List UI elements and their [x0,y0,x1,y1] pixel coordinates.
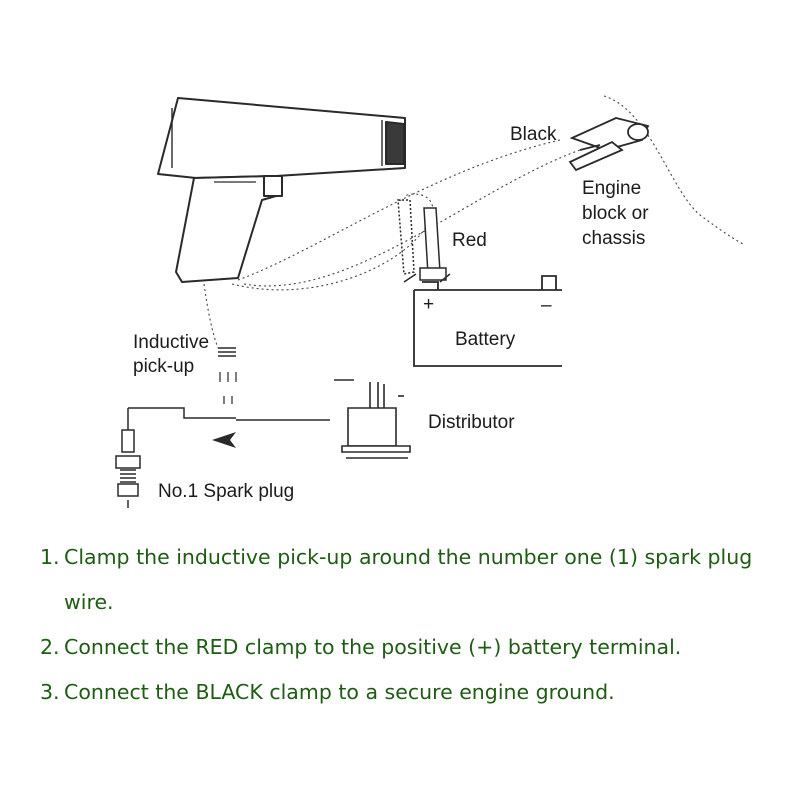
inductive-pickup [218,347,237,404]
distributor-label: Distributor [428,412,515,433]
engine-block-label-line3: chassis [582,228,645,249]
battery-minus-sign: – [541,295,552,316]
spark-plug-label: No.1 Spark plug [158,481,294,502]
engine-block-label-line1: Engine [582,178,641,199]
arrow-icon [212,432,236,448]
red-clamp [397,199,451,283]
inductive-pickup-label-line1: Inductive [133,332,209,353]
spark-plug [115,429,141,508]
battery-label: Battery [455,329,516,350]
step-text: Connect the BLACK clamp to a secure engi… [64,680,615,704]
cables [203,95,746,349]
black-clamp [568,117,650,172]
instruction-step-1: 1. Clamp the inductive pick-up around th… [40,535,780,625]
step-number: 1. [40,545,60,569]
instruction-step-3: 3. Connect the BLACK clamp to a secure e… [40,670,780,715]
step-number: 3. [40,680,60,704]
instruction-step-2: 2. Connect the RED clamp to the positive… [40,625,780,670]
step-text: Connect the RED clamp to the positive (+… [64,635,682,659]
black-label: Black [510,124,557,145]
spark-plug-wire [127,407,330,430]
engine-block-label-line2: block or [582,203,649,224]
inductive-pickup-label-line2: pick-up [133,356,194,377]
step-number: 2. [40,635,60,659]
step-text: Clamp the inductive pick-up around the n… [64,545,753,614]
battery-plus-sign: + [423,294,434,315]
battery [413,275,562,367]
timing-light-diagram: + – Battery Black Engine block or chassi… [115,95,746,508]
timing-light-gun [157,97,406,283]
instruction-list: 1. Clamp the inductive pick-up around th… [40,535,780,715]
red-label: Red [452,230,487,251]
distributor [334,379,411,459]
